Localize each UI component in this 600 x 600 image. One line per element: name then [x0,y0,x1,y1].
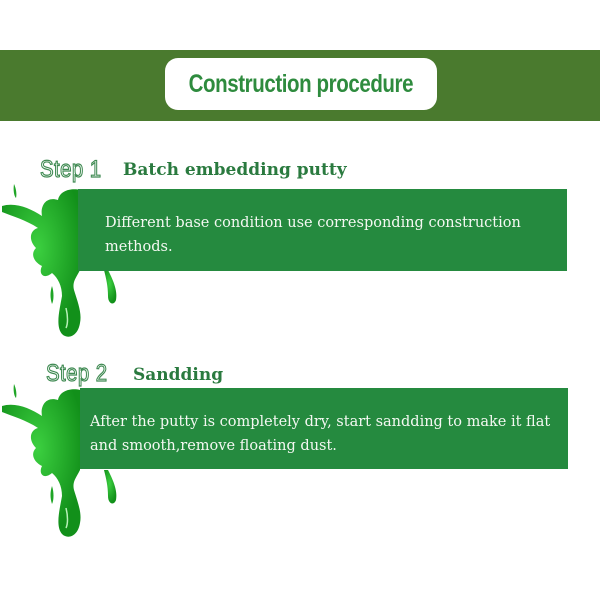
step-2-description: After the putty is completely dry, start… [90,414,551,454]
step-2-title: Sandding [133,365,224,385]
title-pill: Construction procedure [165,58,437,110]
step-1-label: Step 1 [39,155,102,183]
step-2-box [80,388,568,469]
step-1-description: Different base condition use correspondi… [105,215,521,255]
step-2-label: Step 2 [45,359,108,387]
green-paint-splash-icon [2,184,117,337]
step-1-title: Batch embedding putty [123,160,347,180]
green-paint-splash-icon [2,384,117,537]
page-title: Construction procedure [188,69,414,98]
step-1-box [78,189,567,271]
